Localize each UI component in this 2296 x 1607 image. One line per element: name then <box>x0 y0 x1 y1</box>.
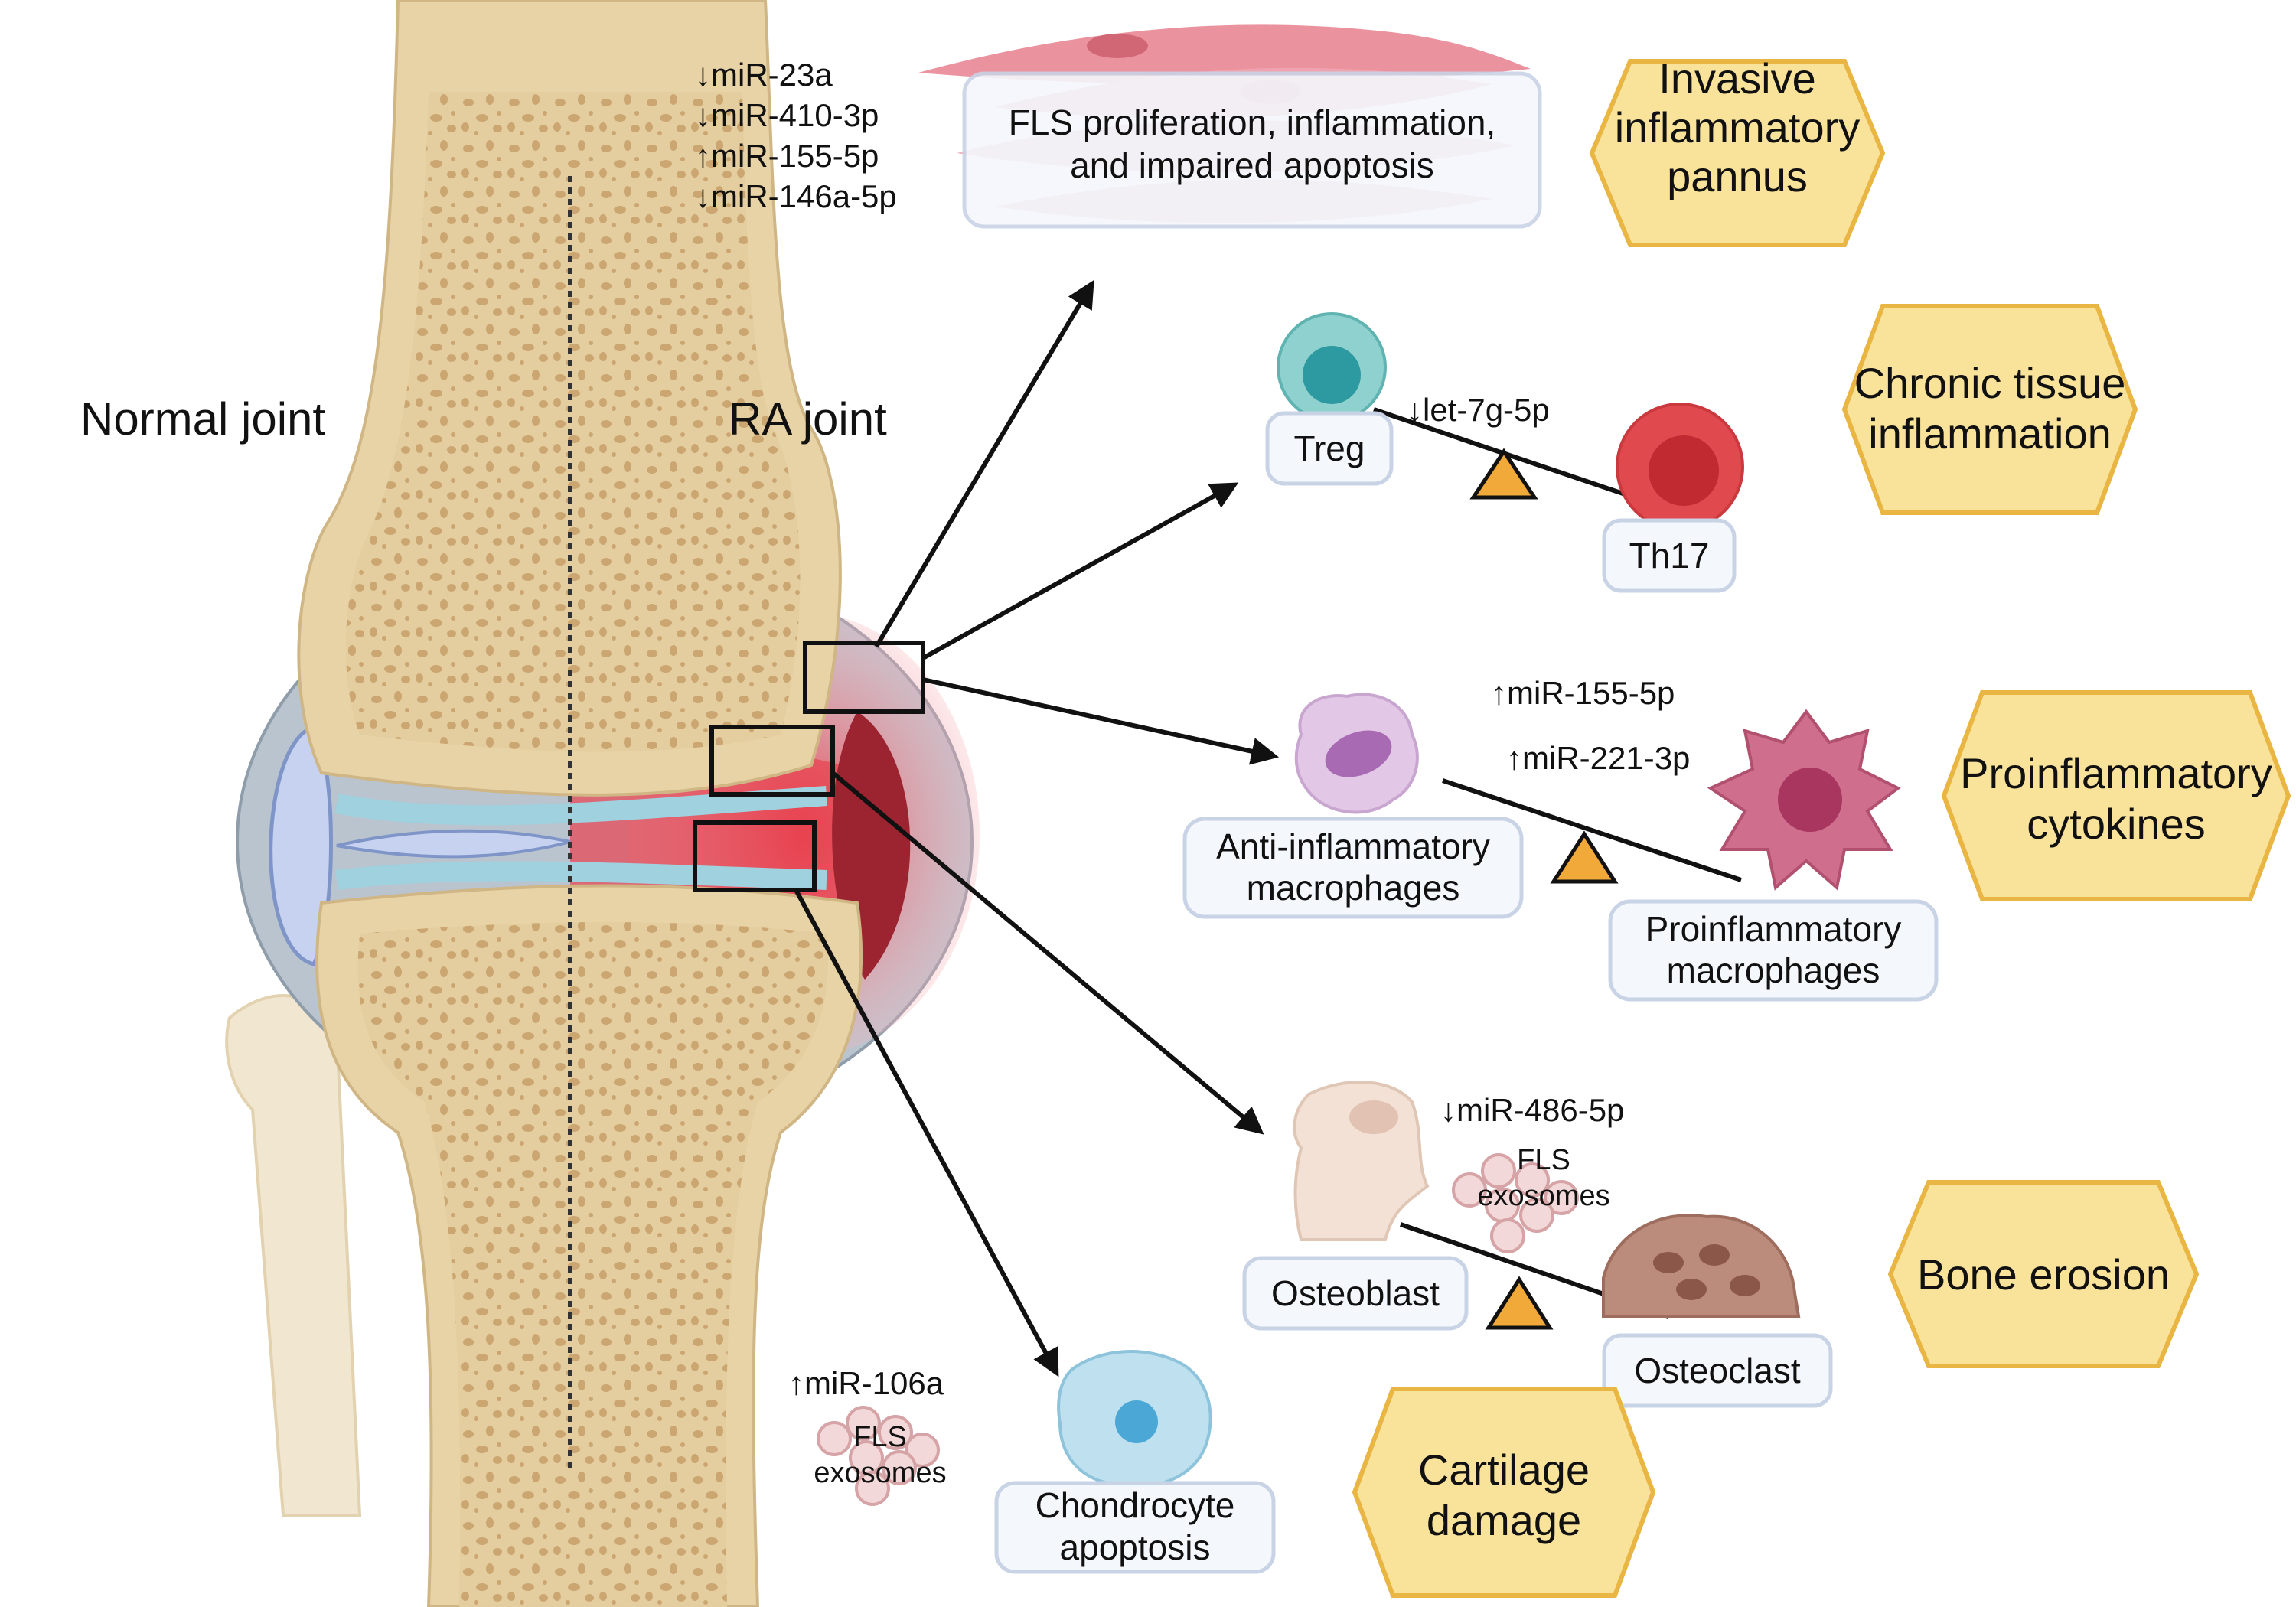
chondrocyte-label-box <box>994 1481 1276 1574</box>
anti-macrophage-label-line1: Anti-inflammatory <box>1216 826 1490 866</box>
outcome-hexagon-cytokines <box>1941 690 2291 901</box>
fls-box-line2: and impaired apoptosis <box>1070 145 1434 185</box>
pathway-arrows <box>794 279 1280 1377</box>
outcome-inflammation-line2: inflammation <box>1868 409 2111 458</box>
fls-mirna-3: ↑miR-155-5p <box>695 138 879 174</box>
arrow-to-bone <box>831 771 1264 1135</box>
arrow-to-fls <box>874 279 1094 648</box>
th17-label-box <box>1602 518 1737 593</box>
pro-macrophage-label-line2: macrophages <box>1667 950 1880 990</box>
pro-macrophage-label-box <box>1608 899 1939 1002</box>
roi-bone <box>709 725 835 797</box>
osteoclast-nucleus-3 <box>1676 1279 1707 1300</box>
macrophage-fulcrum <box>1550 830 1619 884</box>
outcome-cartilage-line2: damage <box>1427 1496 1581 1544</box>
fls-section: FLS proliferation, inflammation, and imp… <box>695 24 1886 247</box>
normal-joint-label: Normal joint <box>80 393 325 445</box>
cartilage-exosome-label-1: FLS <box>853 1421 907 1453</box>
outcome-hexagon-bone-erosion <box>1887 1180 2200 1368</box>
knee-joint-illustration <box>225 0 980 1607</box>
fls-outcome-box <box>962 71 1542 229</box>
tibia-spongy-bone <box>357 922 828 1607</box>
outcome-cytokines-line2: cytokines <box>2027 800 2205 848</box>
fls-mirna-1: ↓miR-23a <box>695 57 833 93</box>
chondrocyte-nucleus <box>1115 1400 1158 1443</box>
anti-macrophage-label-box <box>1182 817 1524 919</box>
macrophage-balance-beam <box>1442 778 1742 882</box>
bone-exosome-icons <box>1452 1153 1579 1253</box>
cartilage-mirna: ↑miR-106a <box>788 1365 944 1401</box>
outcome-cytokines-line1: Proinflammatory <box>1960 749 2272 797</box>
macrophage-mirna-1: ↑miR-155-5p <box>1491 675 1675 711</box>
bone-fulcrum <box>1485 1276 1554 1330</box>
fls-mirna-4: ↓miR-146a-5p <box>695 178 897 214</box>
articular-cartilage-tibia <box>335 861 827 890</box>
chondrocyte-label-line2: apoptosis <box>1060 1527 1211 1567</box>
osteoblast-label: Osteoblast <box>1271 1273 1440 1313</box>
fls-box-line1: FLS proliferation, inflammation, <box>1009 103 1496 142</box>
osteoclast-nucleus-2 <box>1699 1244 1730 1266</box>
bone-exosome-label-2: exosomes <box>1477 1180 1609 1212</box>
osteoclast-label: Osteoclast <box>1634 1351 1801 1390</box>
tcell-section: Treg Th17 ↓let-7g-5p Chronic tissue infl… <box>1265 304 2138 593</box>
outcome-cartilage-line1: Cartilage <box>1418 1446 1590 1494</box>
osteoclast-nucleus-4 <box>1730 1275 1760 1296</box>
anti-macrophage-label-line2: macrophages <box>1247 868 1460 908</box>
osteoclast-icon <box>1602 1214 1801 1318</box>
pro-macrophage-label-line1: Proinflammatory <box>1645 909 1902 949</box>
osteoclast-nucleus-1 <box>1653 1252 1684 1273</box>
th17-nucleus <box>1649 435 1719 506</box>
outcome-inflammation-line1: Chronic tissue <box>1854 359 2126 407</box>
treg-label-box <box>1265 411 1394 486</box>
fls-mirna-2: ↓miR-410-3p <box>695 97 879 133</box>
tcell-balance-beam <box>1373 407 1658 507</box>
osteoclast-label-box <box>1602 1333 1833 1408</box>
th17-label: Th17 <box>1629 536 1710 575</box>
synovium-normal <box>269 725 333 966</box>
arrow-to-cartilage <box>794 888 1059 1377</box>
osteoblast-nucleus <box>1349 1100 1398 1134</box>
outcome-pannus-line1: Invasive <box>1658 54 1815 103</box>
bone-section: Osteoblast Osteoclast ↓miR-486-5p FLS ex… <box>1242 1081 2200 1408</box>
pro-macrophage-nucleus <box>1778 768 1842 832</box>
tcell-fulcrum <box>1469 448 1538 500</box>
femur-spongy-bone <box>345 92 801 752</box>
ra-joint-label: RA joint <box>729 393 887 445</box>
roi-synovium <box>803 641 925 714</box>
osteoblast-label-box <box>1242 1256 1469 1331</box>
cartilage-exosome-icons <box>817 1406 940 1506</box>
treg-label: Treg <box>1294 429 1365 468</box>
outcome-pannus-line2: inflammatory <box>1615 103 1861 152</box>
arrow-to-tcells <box>921 482 1239 660</box>
outcome-hexagon-pannus <box>1589 59 1886 247</box>
chondrocyte-label-line1: Chondrocyte <box>1035 1485 1235 1525</box>
macrophage-section: Anti-inflammatory macrophages Proinflamm… <box>1182 675 2291 1002</box>
cartilage-section: Chondrocyte apoptosis ↑miR-106a FLS exos… <box>788 1350 1656 1598</box>
macrophage-mirna-2: ↑miR-221-3p <box>1506 740 1690 776</box>
outcome-bone-erosion-line1: Bone erosion <box>1917 1250 2170 1299</box>
outcome-hexagon-inflammation <box>1841 304 2138 515</box>
cartilage-exosome-label-2: exosomes <box>814 1457 946 1489</box>
fibula <box>225 994 362 1517</box>
arrow-to-macrophages <box>922 677 1280 765</box>
articular-cartilage-femur <box>334 786 827 826</box>
tcell-mirna: ↓let-7g-5p <box>1407 392 1550 428</box>
anti-macrophage-nucleus <box>1325 730 1392 777</box>
roi-cartilage <box>693 820 817 892</box>
bone-mirna: ↓miR-486-5p <box>1440 1092 1624 1128</box>
outcome-pannus-line3: pannus <box>1667 152 1808 200</box>
bone-exosome-label-1: FLS <box>1517 1144 1570 1176</box>
outcome-hexagon-cartilage <box>1352 1387 1656 1598</box>
treg-nucleus <box>1303 346 1361 404</box>
